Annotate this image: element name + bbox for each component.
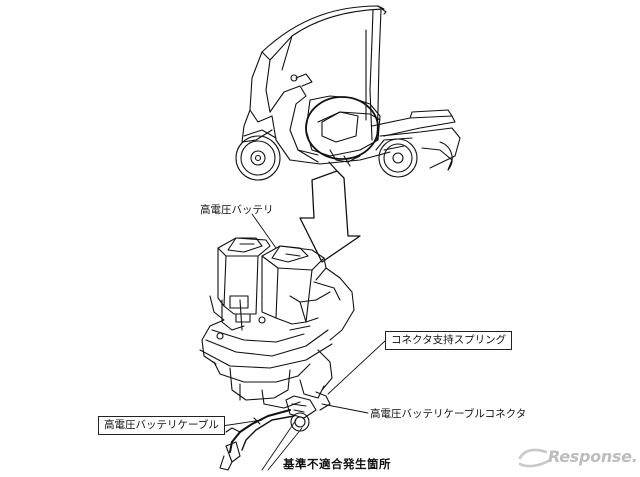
leader-cable — [221, 419, 263, 427]
callout-arrow — [299, 161, 361, 263]
label-connector-support-spring: コネクタ支持スプリング — [385, 331, 513, 350]
label-battery-cable-connector: 高電圧バッテリケーブルコネクタ — [370, 408, 527, 420]
battery-assembly — [199, 237, 355, 471]
response-logo — [518, 448, 552, 468]
leader-connector — [321, 403, 369, 414]
leader-defect-2 — [267, 427, 303, 471]
leader-defect — [261, 419, 297, 471]
label-defect-location: 基準不適合発生箇所 — [283, 457, 391, 471]
leader-lines — [221, 213, 386, 471]
label-high-voltage-battery: 高電圧バッテリ — [200, 204, 274, 216]
label-battery-cable: 高電圧バッテリケーブル — [98, 416, 225, 435]
leader-battery — [251, 213, 277, 249]
three-wheel-scooter — [235, 5, 461, 181]
watermark-text: Response. — [548, 447, 638, 466]
leader-spring — [327, 340, 386, 395]
